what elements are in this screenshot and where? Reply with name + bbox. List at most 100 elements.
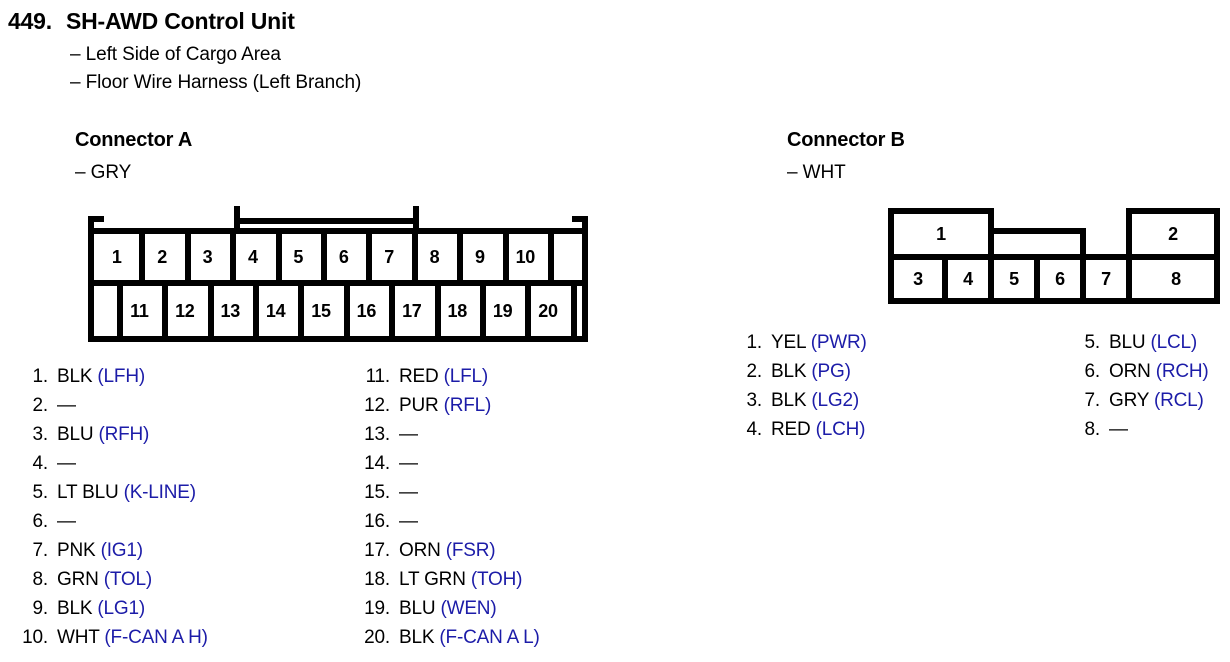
row-divider	[88, 280, 588, 286]
signal-name: (PG)	[811, 361, 851, 382]
pin-value: —	[1109, 415, 1128, 444]
pin-number: 12.	[364, 395, 390, 416]
location-note: – Left Side of Cargo Area	[70, 44, 281, 65]
pin-number: 8.	[32, 569, 49, 590]
component-name: SH-AWD Control Unit	[65, 8, 295, 34]
pin-value: BLK (LFH)	[57, 362, 145, 391]
cavity-divider-bottom	[570, 280, 577, 336]
pin-value: RED (LCH)	[771, 415, 865, 444]
pin-value: —	[399, 449, 418, 478]
pin-cavity-number: 9	[475, 246, 485, 267]
pin-row: 3.BLU (RFH)	[8, 420, 208, 449]
pin-cavity-number: 8	[1171, 268, 1181, 289]
pin-row: 14. —	[350, 449, 540, 478]
wire-color: —	[399, 482, 418, 503]
pin-cavity-number: 3	[202, 246, 213, 267]
wire-color: LT GRN	[399, 569, 466, 590]
signal-name: (LFL)	[443, 366, 489, 387]
wire-color: RED	[771, 419, 811, 440]
pin-number: 4.	[746, 419, 763, 440]
connector-a-pin-list-right: 11.RED (LFL)12.PUR (RFL)13.—14.—15.—16.—…	[350, 362, 540, 652]
latch-tab-left-wall	[988, 228, 994, 254]
pin2-right-wall	[1214, 208, 1220, 254]
pin-number: 17.	[364, 540, 390, 561]
connector-b-color-note: – WHT	[787, 162, 846, 183]
pin-row: 15.—	[350, 478, 540, 507]
pin2-top-bar	[1126, 208, 1220, 214]
pin-value: GRY (RCL)	[1109, 386, 1204, 415]
signal-name: (K-LINE)	[123, 482, 196, 503]
wire-color: PUR	[399, 395, 439, 416]
cavity-divider-top	[184, 228, 191, 280]
cavity-divider-top	[502, 228, 509, 280]
pin-value: —	[57, 507, 76, 536]
corner-notch-left-cap	[88, 216, 104, 222]
signal-name: (LG2)	[811, 390, 859, 411]
pin-row: 18.LT GRN (TOH)	[350, 565, 540, 594]
latch-tab-right-wall	[1080, 228, 1086, 254]
wire-color: GRN	[57, 569, 99, 590]
cavity-divider-bottom	[298, 280, 305, 336]
connector-a-pin-list-left: 1.BLK (LFH)2.—3.BLU (RFH)4.—5.LT BLU (K-…	[8, 362, 208, 652]
pin-number: 2.	[32, 395, 49, 416]
pin-cavity-number: 20	[538, 300, 558, 321]
pin-number: 6.	[32, 511, 49, 532]
pin-row: 3.BLK (LG2)	[722, 386, 867, 415]
pin-value: PUR (RFL)	[399, 391, 491, 420]
page-title: 449. SH-AWD Control Unit	[8, 8, 295, 35]
pin-row: 4.—	[8, 449, 208, 478]
signal-name: (LFH)	[97, 366, 145, 387]
harness-note: – Floor Wire Harness (Left Branch)	[70, 72, 362, 93]
pin-value: —	[57, 391, 76, 420]
corner-notch-right-cap	[572, 216, 588, 222]
pin-row: 2. BLK (PG)	[722, 357, 867, 386]
pin-row: 9.BLK (LG1)	[8, 594, 208, 623]
pin-row: 19.BLU (WEN)	[350, 594, 540, 623]
pin-row: 5.LT BLU (K-LINE)	[8, 478, 208, 507]
pin-number: 4.	[32, 453, 49, 474]
bottom-bar	[888, 298, 1220, 304]
item-number: 449.	[8, 8, 52, 34]
cavity-divider-bottom	[343, 280, 350, 336]
wire-color: —	[57, 511, 76, 532]
latch-tab-top	[988, 228, 1086, 234]
signal-name: (LG1)	[97, 598, 145, 619]
wire-color: BLK	[57, 366, 93, 387]
pin-number: 8.	[1084, 419, 1101, 440]
cavity-divider-top	[139, 228, 146, 280]
cavity-divider-bottom	[942, 254, 948, 298]
wire-color: BLK	[771, 361, 807, 382]
corner-notch-left-riser	[88, 216, 94, 228]
cavity-divider-bottom	[1126, 254, 1132, 298]
pin-number: 9.	[32, 598, 49, 619]
wire-color: —	[399, 453, 418, 474]
signal-name: (RCL)	[1153, 390, 1204, 411]
wire-color: BLK	[771, 390, 807, 411]
pin-number: 14.	[364, 453, 390, 474]
wire-color: ORN	[399, 540, 441, 561]
pin-number: 6.	[1084, 361, 1101, 382]
wire-color: ORN	[1109, 361, 1151, 382]
wire-color: PNK	[57, 540, 96, 561]
wire-color: —	[399, 511, 418, 532]
pin-number: 2.	[746, 361, 763, 382]
pin-value: PNK (IG1)	[57, 536, 143, 565]
pin-cavity-number: 7	[1101, 268, 1111, 289]
pin-cavity-number: 10	[515, 246, 536, 267]
wire-color: —	[399, 424, 418, 445]
pin-value: —	[399, 478, 418, 507]
signal-name: (LCL)	[1150, 332, 1197, 353]
cavity-divider-bottom	[1034, 254, 1040, 298]
pin-number: 18.	[364, 569, 390, 590]
cavity-divider-top	[275, 228, 282, 280]
pin-cavity-number: 17	[402, 300, 422, 321]
pin-number: 3.	[32, 424, 49, 445]
pin1-top-bar	[888, 208, 994, 214]
pin-value: BLU (LCL)	[1109, 328, 1197, 357]
pin-row: 13.—	[350, 420, 540, 449]
cavity-divider-top	[548, 228, 554, 280]
pin-cavity-number: 2	[1168, 223, 1178, 244]
signal-name: (WEN)	[440, 598, 497, 619]
